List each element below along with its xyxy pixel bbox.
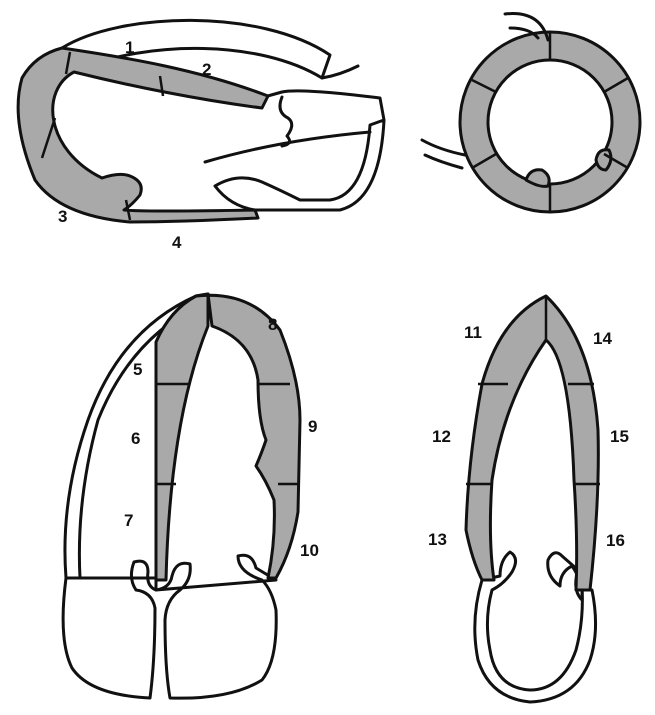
two-chamber-view [466,296,600,702]
segment-label-12: 12 [432,427,451,446]
segment-label-1: 1 [125,38,134,57]
segment-label-11: 11 [464,323,482,342]
segment-label-7: 7 [124,511,133,530]
lv-wall-2ch [466,296,598,590]
long-axis-view [18,20,384,222]
segment-label-10: 10 [300,541,319,560]
aortic-cusp [280,97,292,146]
papillary-muscle-lateral [596,150,611,170]
segment-label-4: 4 [172,233,182,252]
rv-wall-lower [422,140,465,155]
segment-label-9: 9 [308,417,317,436]
four-chamber-view [63,294,300,698]
segment-label-8: 8 [268,315,277,334]
segment-label-5: 5 [133,360,142,379]
segment-label-15: 15 [610,427,629,446]
segment-label-16: 16 [606,531,625,550]
segment-label-2: 2 [202,60,211,79]
short-axis-view [422,14,640,212]
segment-label-3: 3 [58,207,67,226]
segment-label-6: 6 [131,429,140,448]
right-atrium-outline [63,561,156,698]
short-axis-cavity [488,60,612,184]
rv-wall-lower-inner [425,155,462,168]
segment-label-13: 13 [428,530,447,549]
aortic-wall-lower [264,91,384,120]
left-atrium-outline-4ch [156,555,276,698]
lv-apex-lateral-wall [196,294,300,578]
aortic-wall-upper [322,66,358,78]
lv-septal-wall [156,294,208,580]
segment-label-14: 14 [593,329,612,348]
